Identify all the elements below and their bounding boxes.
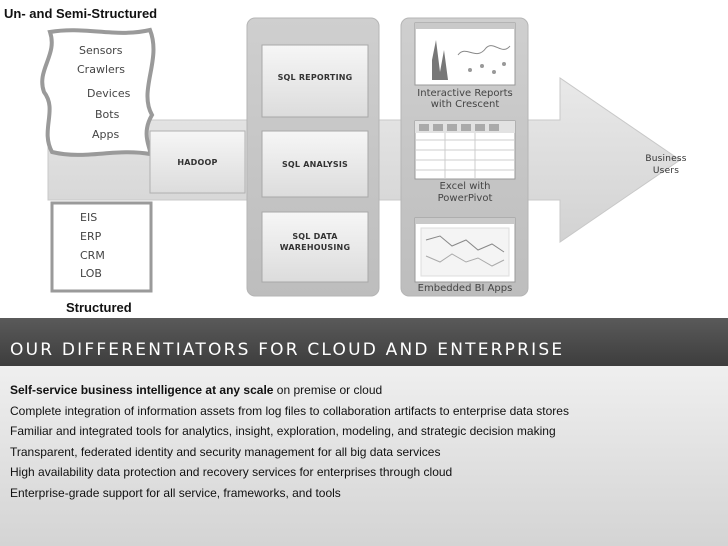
differentiators-panel: Self-service business intelligence at an… (0, 366, 728, 546)
source-crawlers: Crawlers (77, 63, 126, 76)
source-erp: ERP (80, 230, 102, 243)
diagram-graphics (40, 17, 681, 297)
hadoop-label: HADOOP (177, 158, 218, 167)
sql-dw-label-line2: WAREHOUSING (279, 243, 351, 252)
sql-reporting-label: SQL REPORTING (277, 73, 353, 82)
source-eis: EIS (80, 211, 98, 224)
excel-line2: PowerPivot (437, 193, 493, 204)
source-crm: CRM (80, 249, 105, 262)
differentiator-point: Complete integration of information asse… (10, 403, 569, 418)
differentiator-point: High availability data protection and re… (10, 465, 453, 480)
sql-analysis-box (261, 130, 369, 198)
source-bots: Bots (95, 108, 120, 121)
unstructured-title: Un- and Semi-Structured (4, 6, 158, 21)
structured-box (50, 201, 153, 293)
differentiator-point: Transparent, federated identity and secu… (10, 444, 441, 459)
sql-dw-box (261, 211, 369, 283)
source-devices: Devices (87, 87, 131, 100)
interactive-reports-line1: Interactive Reports (417, 88, 513, 99)
source-apps: Apps (92, 128, 120, 141)
business-users-line2: Users (652, 166, 680, 176)
differentiator-bold: Self-service business intelligence at an… (10, 383, 274, 397)
source-lob: LOB (80, 267, 102, 280)
sql-reporting-box (261, 44, 369, 118)
differentiators-title: OUR DIFFERENTIATORS FOR CLOUD AND ENTERP… (10, 340, 565, 360)
crescent-report-thumbnail (414, 22, 516, 86)
differentiator-rest: on premise or cloud (273, 383, 383, 397)
source-sensors: Sensors (79, 44, 123, 57)
excel-line1: Excel with (439, 181, 491, 192)
interactive-reports-line2: with Crescent (430, 99, 500, 110)
structured-title: Structured (66, 300, 132, 315)
differentiators-list: Self-service business intelligence at an… (10, 380, 569, 504)
differentiators-banner: OUR DIFFERENTIATORS FOR CLOUD AND ENTERP… (0, 318, 728, 366)
embedded-bi-thumbnail (414, 217, 516, 283)
architecture-diagram: Un- and Semi-Structured Sensors Crawlers… (4, 6, 687, 315)
differentiator-point: Self-service business intelligence at an… (10, 380, 569, 401)
embedded-bi-label: Embedded BI Apps (417, 283, 513, 294)
powerpivot-thumbnail (414, 120, 516, 180)
hadoop-box (149, 130, 246, 194)
differentiator-point: Familiar and integrated tools for analyt… (10, 424, 556, 439)
sql-dw-label-line1: SQL DATA (292, 232, 338, 241)
business-users-line1: Business (645, 154, 687, 164)
differentiator-point: Enterprise-grade support for all service… (10, 485, 341, 500)
sql-analysis-label: SQL ANALYSIS (281, 160, 349, 169)
